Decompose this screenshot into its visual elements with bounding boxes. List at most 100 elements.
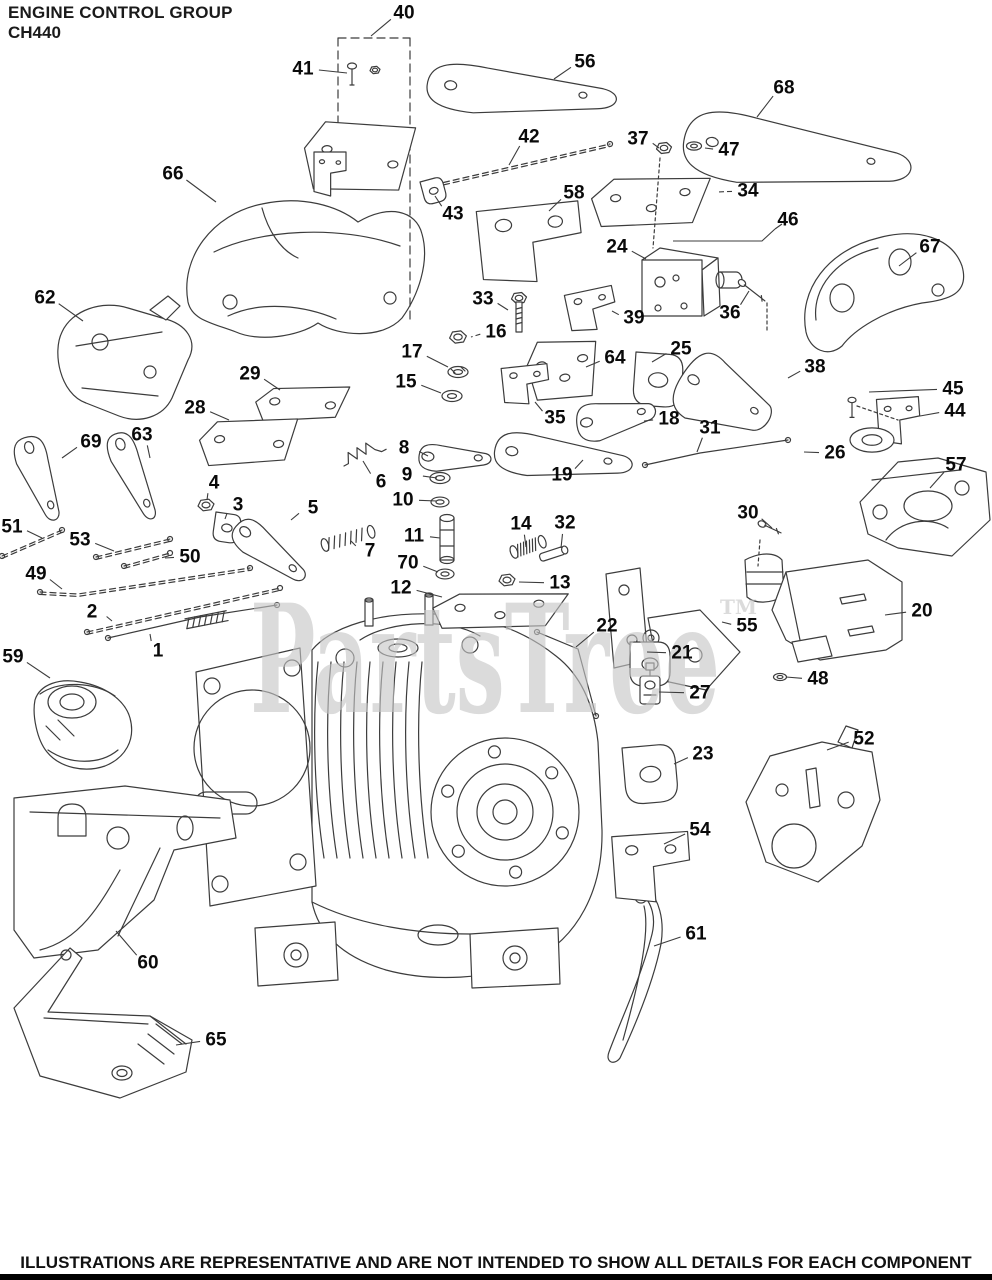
bolt-33: [510, 291, 528, 333]
callout-23: 23: [673, 744, 714, 765]
callout-label-1[interactable]: 1: [153, 641, 164, 662]
callout-label-10[interactable]: 10: [392, 490, 413, 511]
callout-label-31[interactable]: 31: [699, 418, 721, 439]
shroud-66: [186, 200, 426, 338]
callout-43: 43: [434, 195, 464, 225]
callout-label-61[interactable]: 61: [685, 924, 707, 945]
callout-label-65[interactable]: 65: [205, 1030, 227, 1051]
callout-label-28[interactable]: 28: [184, 398, 205, 419]
callout-label-62[interactable]: 62: [34, 288, 55, 309]
callout-label-3[interactable]: 3: [233, 495, 244, 516]
spring-6: [343, 442, 387, 467]
callout-label-46[interactable]: 46: [777, 210, 798, 231]
callout-label-41[interactable]: 41: [292, 59, 314, 80]
control-62: [57, 295, 193, 420]
callout-label-45[interactable]: 45: [942, 379, 964, 400]
axis-30: [757, 539, 761, 567]
callout-label-21[interactable]: 21: [671, 643, 693, 664]
callout-label-51[interactable]: 51: [1, 517, 23, 538]
callout-label-29[interactable]: 29: [239, 364, 260, 385]
callout-label-59[interactable]: 59: [2, 647, 23, 668]
callout-42: 42: [508, 127, 540, 166]
callout-label-37[interactable]: 37: [627, 129, 648, 150]
callout-64: 64: [585, 348, 626, 369]
callout-label-42[interactable]: 42: [518, 127, 539, 148]
callout-label-52[interactable]: 52: [853, 729, 874, 750]
callout-label-66[interactable]: 66: [162, 164, 183, 185]
callout-5: 5: [290, 498, 319, 521]
callout-label-64[interactable]: 64: [604, 348, 626, 369]
callout-label-18[interactable]: 18: [658, 409, 679, 430]
callout-label-15[interactable]: 15: [395, 372, 417, 393]
callout-label-67[interactable]: 67: [919, 237, 940, 258]
callout-label-14[interactable]: 14: [510, 514, 532, 535]
callout-label-68[interactable]: 68: [773, 78, 794, 99]
callout-label-56[interactable]: 56: [574, 52, 595, 73]
screw-30: [757, 520, 782, 535]
callout-label-19[interactable]: 19: [551, 465, 572, 486]
callout-label-33[interactable]: 33: [472, 289, 493, 310]
callout-label-49[interactable]: 49: [25, 564, 46, 585]
callout-label-57[interactable]: 57: [945, 455, 966, 476]
bottom-bar: [0, 1274, 992, 1280]
callout-label-48[interactable]: 48: [807, 669, 828, 690]
callout-15: 15: [395, 372, 442, 394]
callout-label-47[interactable]: 47: [718, 140, 739, 161]
callout-13: 13: [518, 573, 571, 594]
washer-48: [772, 672, 788, 682]
lever-63: [106, 432, 157, 520]
rod-53: [92, 535, 174, 561]
callout-label-13[interactable]: 13: [549, 573, 570, 594]
callout-label-12[interactable]: 12: [390, 578, 411, 599]
callout-50: 50: [164, 547, 201, 568]
callout-label-24[interactable]: 24: [606, 237, 628, 258]
callout-label-4[interactable]: 4: [209, 473, 220, 494]
callout-label-34[interactable]: 34: [737, 181, 759, 202]
rod-51: [0, 526, 66, 560]
callout-label-27[interactable]: 27: [689, 683, 710, 704]
callout-label-55[interactable]: 55: [736, 616, 758, 637]
callout-label-20[interactable]: 20: [911, 601, 932, 622]
callout-label-50[interactable]: 50: [179, 547, 200, 568]
callout-label-11[interactable]: 11: [404, 526, 425, 547]
callout-label-43[interactable]: 43: [442, 204, 463, 225]
callout-label-69[interactable]: 69: [80, 432, 101, 453]
screw-36: [737, 278, 766, 302]
nut-37: [655, 141, 673, 155]
callout-label-36[interactable]: 36: [719, 303, 740, 324]
rod-61: [607, 888, 663, 1063]
callout-label-60[interactable]: 60: [137, 953, 158, 974]
callout-label-70[interactable]: 70: [397, 553, 418, 574]
disclaimer-text: ILLUSTRATIONS ARE REPRESENTATIVE AND ARE…: [20, 1253, 972, 1272]
callout-label-30[interactable]: 30: [737, 503, 758, 524]
callout-44: 44: [919, 401, 966, 422]
callout-label-23[interactable]: 23: [692, 744, 713, 765]
callout-label-22[interactable]: 22: [596, 616, 617, 637]
page-title: ENGINE CONTROL GROUP: [8, 3, 233, 22]
callout-40: 40: [370, 3, 415, 37]
callout-label-25[interactable]: 25: [670, 339, 692, 360]
callout-label-40[interactable]: 40: [393, 3, 414, 24]
callout-label-5[interactable]: 5: [308, 498, 319, 519]
callout-label-7[interactable]: 7: [365, 541, 376, 562]
callout-33: 33: [472, 289, 509, 311]
callout-label-17[interactable]: 17: [401, 342, 422, 363]
callout-label-35[interactable]: 35: [544, 408, 566, 429]
callout-label-38[interactable]: 38: [804, 357, 825, 378]
callout-label-44[interactable]: 44: [944, 401, 966, 422]
callout-label-2[interactable]: 2: [87, 602, 98, 623]
callout-label-32[interactable]: 32: [554, 513, 575, 534]
callout-label-26[interactable]: 26: [824, 443, 845, 464]
callout-label-53[interactable]: 53: [69, 530, 90, 551]
callout-label-63[interactable]: 63: [131, 425, 152, 446]
shroud-60: [13, 785, 237, 959]
callout-label-6[interactable]: 6: [376, 472, 387, 493]
callout-38: 38: [787, 357, 826, 379]
callout-label-16[interactable]: 16: [485, 322, 506, 343]
callout-label-58[interactable]: 58: [563, 183, 584, 204]
callout-label-54[interactable]: 54: [689, 820, 711, 841]
callout-label-9[interactable]: 9: [402, 465, 413, 486]
callout-label-39[interactable]: 39: [623, 308, 644, 329]
nut-41b: [369, 65, 381, 75]
callout-label-8[interactable]: 8: [399, 438, 410, 459]
